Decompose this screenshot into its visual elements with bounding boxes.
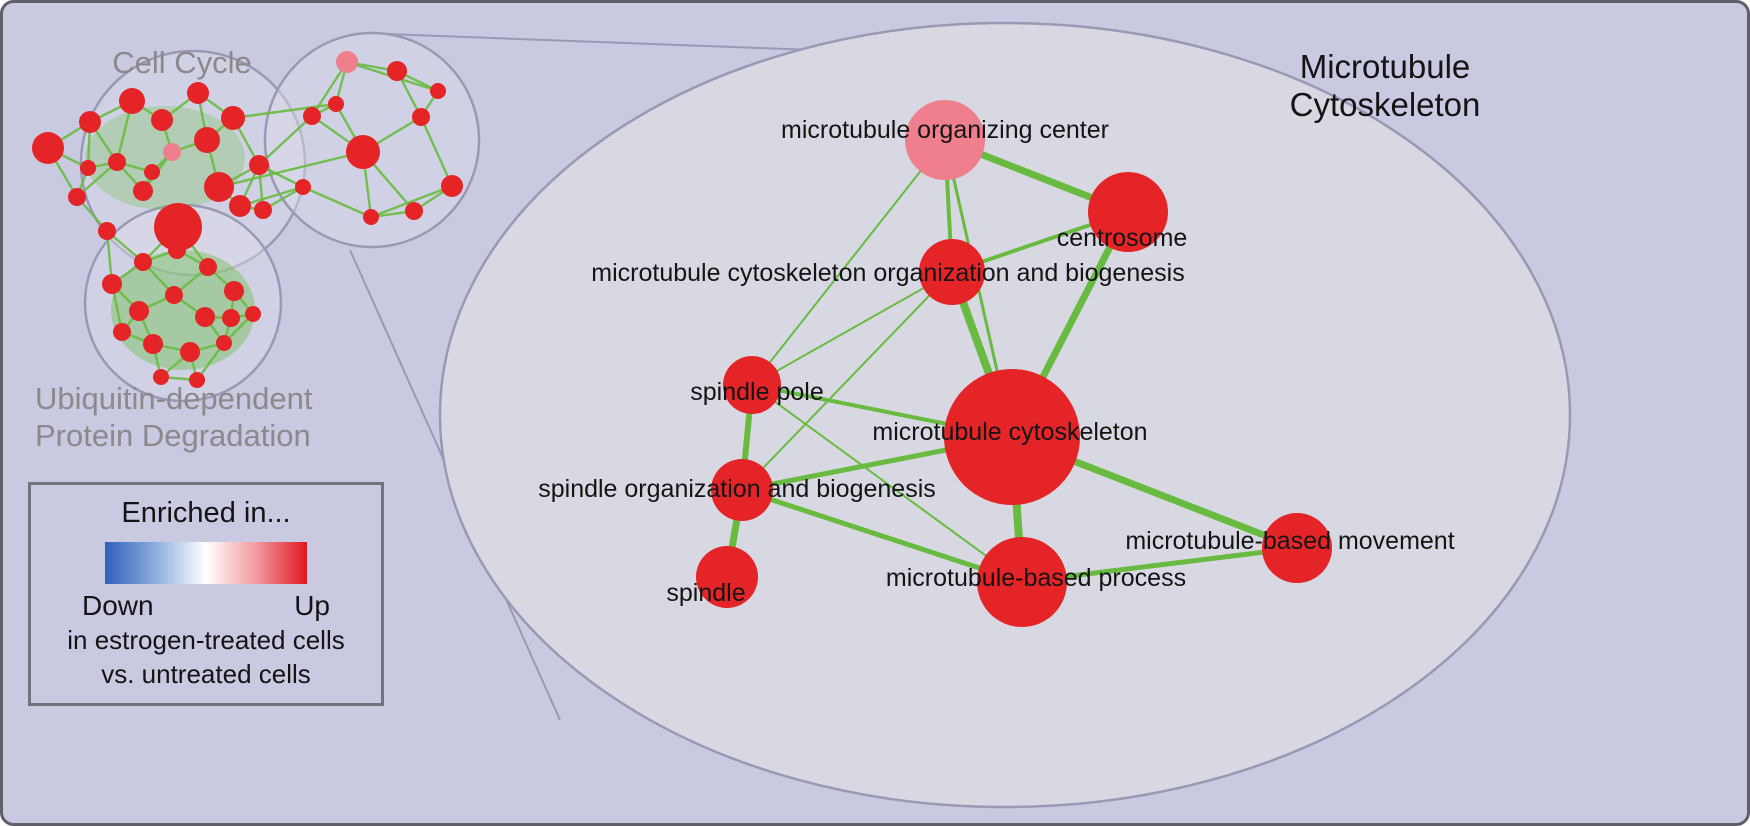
detail-node-labels: microtubule organizing center centrosome m… [538,116,1454,607]
network-node[interactable] [295,179,311,195]
network-node[interactable] [405,202,423,220]
node-label-sob: spindle organization and biogenesis [538,475,936,503]
network-node[interactable] [163,143,181,161]
node-label-centrosome: centrosome [1057,224,1188,252]
network-node[interactable] [245,306,261,322]
node-label-spindle_pole: spindle pole [690,378,823,406]
network-node[interactable] [387,61,407,81]
node-label-mc: microtubule cytoskeleton [872,418,1147,446]
network-node[interactable] [216,335,232,351]
network-node-sob[interactable] [711,459,773,521]
network-node[interactable] [336,51,358,73]
network-node[interactable] [346,135,380,169]
legend-note-line2: vs. untreated cells [101,658,311,689]
network-edge [419,116,454,187]
network-node-spindle_pole[interactable] [723,356,781,414]
network-node[interactable] [195,307,215,327]
cell-cycle-cluster-label: Cell Cycle [112,45,252,80]
network-node[interactable] [194,127,220,153]
network-node[interactable] [224,281,244,301]
network-edge [370,184,453,219]
network-node[interactable] [165,286,183,304]
network-node[interactable] [108,153,126,171]
network-edge-mcob-spindle_pole [751,271,953,386]
network-node[interactable] [199,258,217,276]
network-node[interactable] [154,203,202,251]
network-node[interactable] [229,195,251,217]
ubiquitin-cluster-label-line2: Protein Degradation [35,418,311,453]
overview-nodes [32,51,463,388]
network-edge [232,102,337,120]
node-label-moc: microtubule organizing center [781,116,1109,144]
network-node[interactable] [187,82,209,104]
network-node[interactable] [98,222,116,240]
legend-note-line1: in estrogen-treated cells [67,625,345,655]
ubiquitin-cluster-label-line1: Ubiquitin-dependent [35,381,313,416]
network-edge-moc-spindle_pole [751,139,946,386]
network-node-spindle[interactable] [696,546,758,608]
network-node[interactable] [254,201,272,219]
microtubule-cluster-title-line2: Cytoskeleton [1290,86,1481,123]
legend-gradient-bar [105,542,307,584]
node-label-mbp: microtubule-based process [886,564,1186,592]
network-node-mcob[interactable] [919,239,985,305]
network-node[interactable] [189,372,205,388]
legend-title: Enriched in... [121,497,291,529]
network-node-mc[interactable] [944,369,1080,505]
network-edge-mcob-sob [741,271,953,491]
network-node[interactable] [204,172,234,202]
detail-nodes [696,100,1332,627]
network-node[interactable] [168,241,186,259]
network-node[interactable] [412,108,430,126]
network-node[interactable] [113,323,131,341]
network-node[interactable] [180,342,200,362]
network-node[interactable] [32,132,64,164]
network-node[interactable] [222,309,240,327]
network-node[interactable] [221,106,245,130]
network-node[interactable] [328,96,344,112]
network-edge [218,150,364,189]
legend-endpoint-labels: Down Up [82,590,330,622]
network-node[interactable] [363,209,379,225]
node-label-mcob: microtubule cytoskeleton organization an… [591,259,1184,287]
network-node[interactable] [143,334,163,354]
network-edge [302,185,372,219]
network-node[interactable] [133,181,153,201]
network-node-mbm[interactable] [1262,513,1332,583]
network-node[interactable] [119,88,145,114]
network-node[interactable] [151,109,173,131]
network-node[interactable] [134,253,152,271]
legend-up-label: Up [294,590,330,621]
node-label-spindle: spindle [666,579,745,607]
network-node[interactable] [441,175,463,197]
network-node-centrosome[interactable] [1088,172,1168,252]
network-node[interactable] [80,160,96,176]
legend-box: Enriched in... Down Up in estrogen-treat… [28,482,384,706]
network-edge [258,115,313,166]
network-node[interactable] [249,155,269,175]
node-label-mbm: microtubule-based movement [1125,527,1454,555]
network-edge-sob-mbp [739,487,1025,585]
network-node[interactable] [303,107,321,125]
network-node[interactable] [129,301,149,321]
network-node-moc[interactable] [905,100,985,180]
legend-down-label: Down [82,590,154,621]
network-node[interactable] [144,164,160,180]
network-node[interactable] [102,274,122,294]
microtubule-cluster-title-line1: Microtubule [1300,48,1471,85]
network-edge-mbp-mbm [1019,545,1300,585]
network-node[interactable] [68,188,86,206]
network-node[interactable] [79,111,101,133]
network-node[interactable] [153,369,169,385]
network-edge-spindle_pole-mbp [751,384,1023,583]
network-node[interactable] [430,83,446,99]
network-node-mbp[interactable] [977,537,1067,627]
